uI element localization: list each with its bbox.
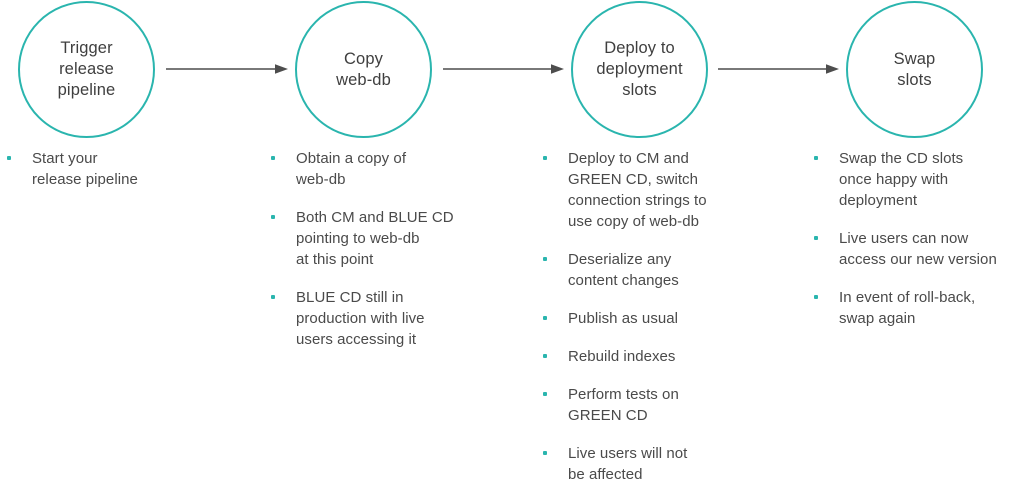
flow-arrow-2-to-3: [443, 62, 564, 76]
flow-node-label: Deploy to deployment slots: [596, 39, 683, 99]
list-item-text: Both CM and BLUE CD pointing to web-db a…: [296, 209, 454, 268]
bullet-list: Deploy to CM and GREEN CD, switch connec…: [540, 148, 798, 485]
list-item: Perform tests on GREEN CD: [540, 384, 798, 426]
bullet-dot-icon: [543, 257, 547, 261]
list-item: Obtain a copy of web-db: [268, 148, 520, 190]
list-item-text: Deserialize any content changes: [568, 251, 679, 289]
process-flow-diagram: Trigger release pipeline Copy web-db Dep…: [4, 1, 1023, 483]
flow-node-swap-slots: Swap slots: [846, 1, 983, 138]
flow-arrow-3-to-4: [718, 62, 839, 76]
flow-node-label: Trigger release pipeline: [57, 39, 116, 99]
bullet-dot-icon: [543, 451, 547, 455]
list-item-text: Start your release pipeline: [32, 150, 138, 188]
flow-node-deploy-to-deployment-slots: Deploy to deployment slots: [571, 1, 708, 138]
list-item: Live users can now access our new versio…: [811, 228, 1023, 270]
list-item-text: Publish as usual: [568, 310, 679, 327]
bullet-dot-icon: [814, 236, 818, 240]
bullet-column-copy-web-db: Obtain a copy of web-db Both CM and BLUE…: [268, 148, 520, 350]
list-item: Deploy to CM and GREEN CD, switch connec…: [540, 148, 798, 232]
flow-arrow-1-to-2: [166, 62, 288, 76]
list-item-text: Live users can now access our new versio…: [839, 230, 997, 268]
list-item: Swap the CD slots once happy with deploy…: [811, 148, 1023, 211]
list-item: Publish as usual: [540, 308, 798, 329]
bullet-dot-icon: [543, 392, 547, 396]
list-item-text: BLUE CD still in production with live us…: [296, 289, 425, 348]
flow-node-label: Swap slots: [893, 49, 936, 89]
bullet-dot-icon: [814, 156, 818, 160]
flow-node-label: Copy web-db: [336, 49, 391, 89]
flow-node-trigger-release-pipeline: Trigger release pipeline: [18, 1, 155, 138]
bullet-dot-icon: [543, 156, 547, 160]
list-item: In event of roll-back, swap again: [811, 287, 1023, 329]
bullet-dot-icon: [271, 295, 275, 299]
bullet-dot-icon: [271, 215, 275, 219]
bullet-dot-icon: [7, 156, 11, 160]
list-item-text: Rebuild indexes: [568, 348, 676, 365]
bullet-dot-icon: [543, 316, 547, 320]
list-item-text: Obtain a copy of web-db: [296, 150, 407, 188]
list-item-text: In event of roll-back, swap again: [839, 289, 976, 327]
bullet-list: Obtain a copy of web-db Both CM and BLUE…: [268, 148, 520, 350]
bullet-dot-icon: [543, 354, 547, 358]
bullet-list: Swap the CD slots once happy with deploy…: [811, 148, 1023, 329]
list-item: Live users will not be affected: [540, 443, 798, 485]
list-item: Start your release pipeline: [4, 148, 254, 190]
bullet-dot-icon: [271, 156, 275, 160]
list-item: BLUE CD still in production with live us…: [268, 287, 520, 350]
bullet-dot-icon: [814, 295, 818, 299]
bullet-column-deploy-to-deployment-slots: Deploy to CM and GREEN CD, switch connec…: [540, 148, 798, 485]
bullet-list: Start your release pipeline: [4, 148, 254, 190]
list-item-text: Perform tests on GREEN CD: [568, 386, 679, 424]
list-item-text: Deploy to CM and GREEN CD, switch connec…: [568, 150, 707, 230]
list-item: Both CM and BLUE CD pointing to web-db a…: [268, 207, 520, 270]
list-item: Deserialize any content changes: [540, 249, 798, 291]
flow-node-copy-web-db: Copy web-db: [295, 1, 432, 138]
bullet-column-trigger-release-pipeline: Start your release pipeline: [4, 148, 254, 190]
list-item-text: Live users will not be affected: [568, 445, 688, 483]
bullet-column-swap-slots: Swap the CD slots once happy with deploy…: [811, 148, 1023, 329]
list-item: Rebuild indexes: [540, 346, 798, 367]
list-item-text: Swap the CD slots once happy with deploy…: [839, 150, 964, 209]
